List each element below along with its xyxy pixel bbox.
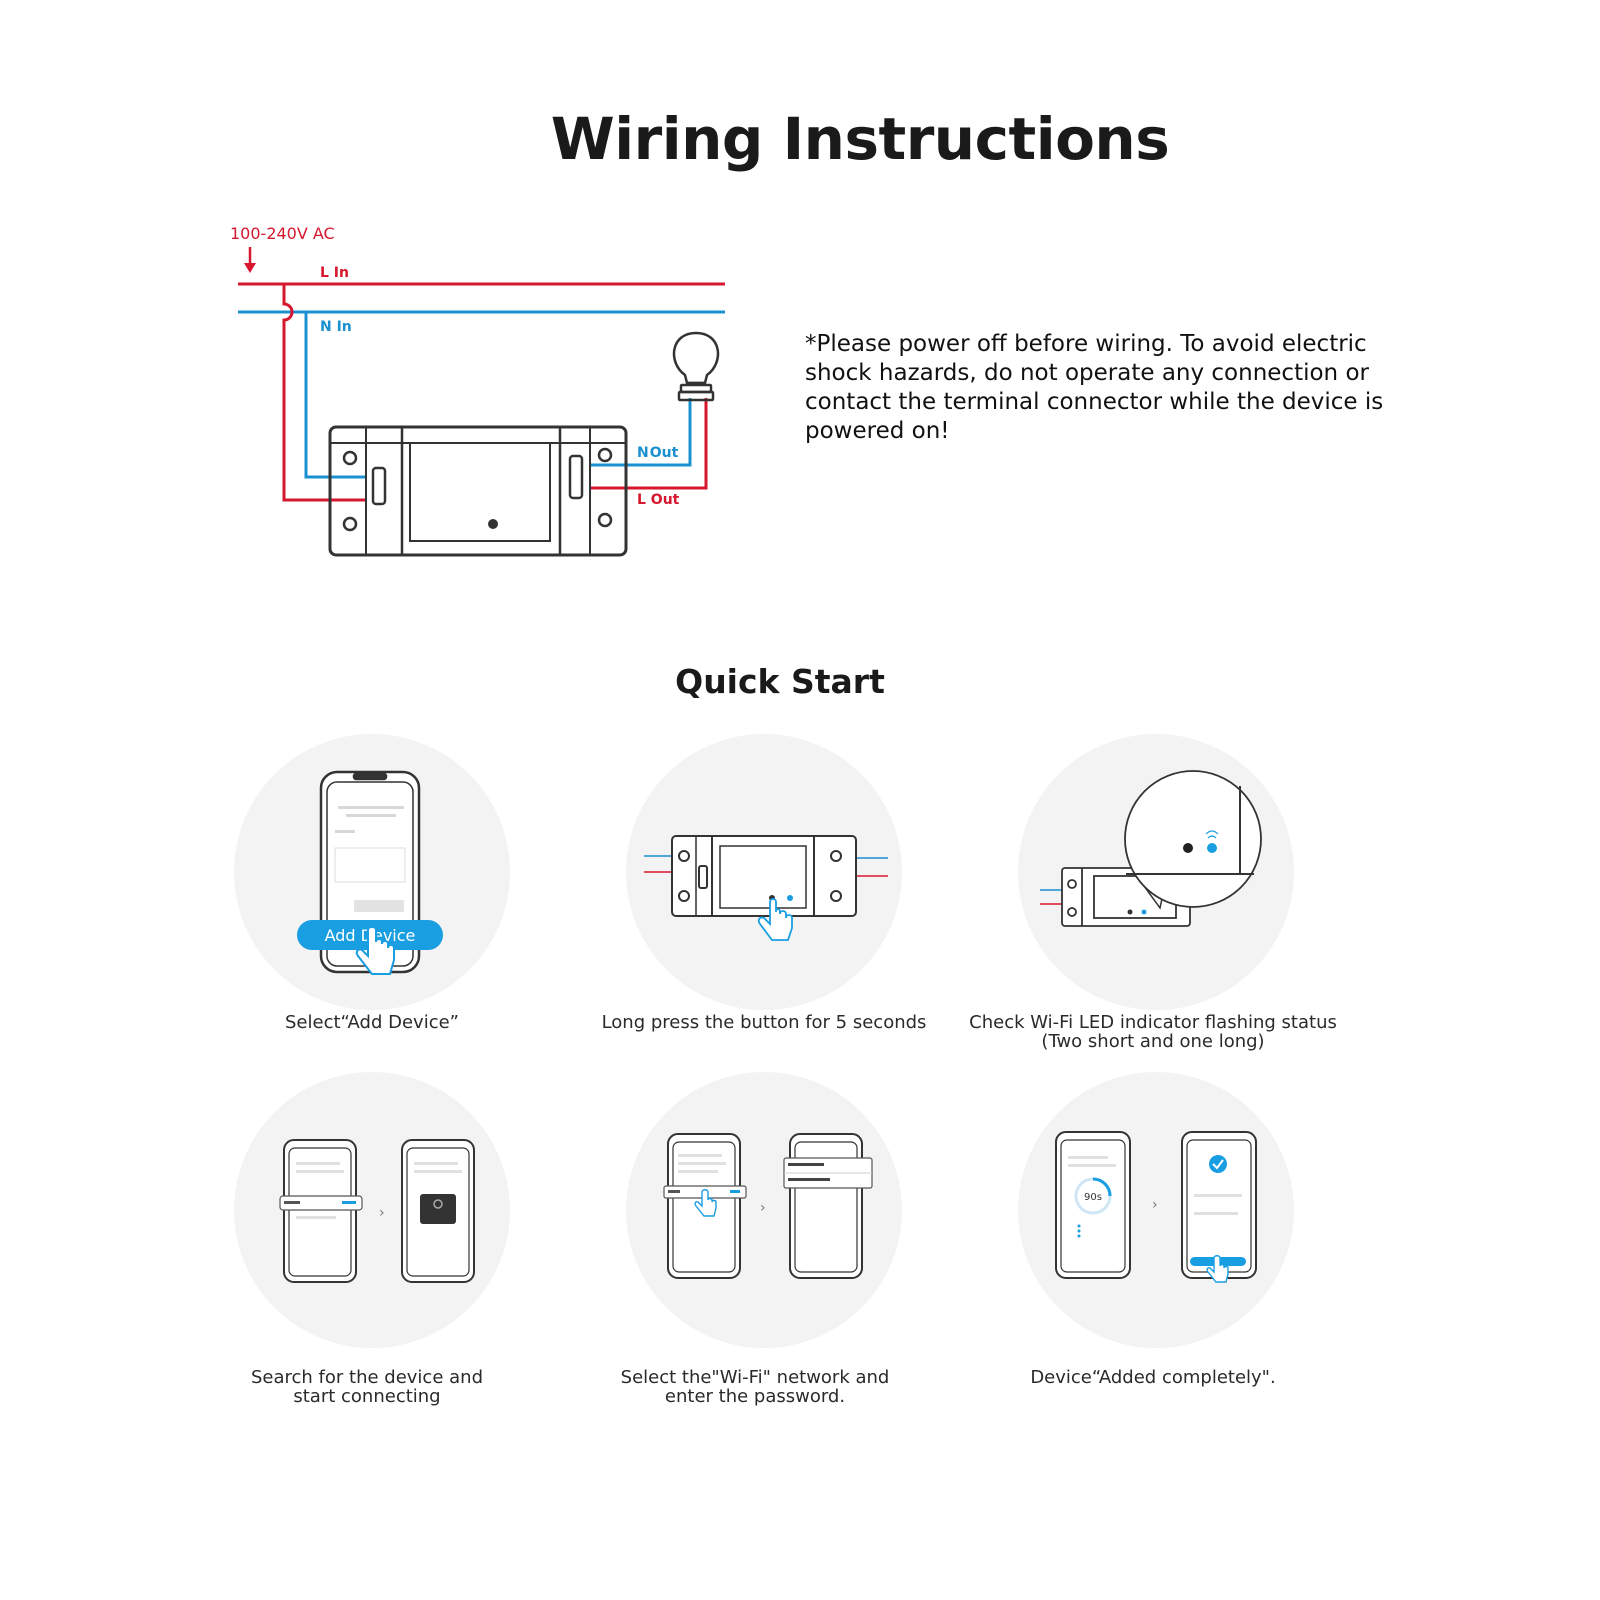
step-2-caption: Long press the button for 5 seconds bbox=[601, 1012, 927, 1033]
l-in-label: L In bbox=[320, 265, 349, 281]
step-5-caption: Select the"Wi-Fi" network and enter the … bbox=[620, 1367, 890, 1407]
l-out-wire bbox=[590, 398, 708, 490]
l-out-label: L Out bbox=[637, 492, 680, 508]
connecting-spinner-box bbox=[420, 1194, 456, 1224]
success-check-icon bbox=[1209, 1155, 1227, 1173]
light-bulb-icon bbox=[672, 331, 720, 402]
phone-icon bbox=[283, 1139, 475, 1283]
voltage-label: 100-240V AC bbox=[230, 224, 335, 243]
supply-arrow-head bbox=[244, 263, 256, 273]
phone-icon bbox=[1055, 1131, 1257, 1279]
safety-warning: *Please power off before wiring. To avoi… bbox=[805, 331, 1384, 444]
step-3-illustration bbox=[1018, 734, 1294, 1010]
hand-pointer-icon bbox=[694, 1189, 717, 1217]
step-4-caption: Search for the device and start connecti… bbox=[250, 1367, 483, 1407]
step-1-caption: Select“Add Device” bbox=[285, 1012, 459, 1033]
step-6-caption: Device“Added completely". bbox=[1030, 1367, 1276, 1388]
wiring-diagram: 100-240V AC L In N In NOut L Out bbox=[230, 224, 725, 557]
n-out-label: NOut bbox=[637, 445, 679, 461]
l-drop-wire bbox=[282, 284, 366, 502]
smart-switch-device bbox=[328, 425, 628, 557]
chevron-right-icon: › bbox=[1152, 1197, 1158, 1213]
device-list-row bbox=[279, 1195, 363, 1211]
n-in-label: N In bbox=[320, 319, 352, 335]
step-4-illustration: › bbox=[234, 1072, 510, 1348]
step-3-caption: Check Wi-Fi LED indicator flashing statu… bbox=[969, 1012, 1337, 1052]
n-drop-wire bbox=[304, 312, 366, 479]
section-title-quick-start: Quick Start bbox=[675, 662, 885, 701]
hand-pointer-icon bbox=[355, 926, 395, 975]
countdown-timer-label: 90s bbox=[1084, 1192, 1102, 1203]
n-out-wire bbox=[590, 398, 692, 467]
hand-pointer-icon bbox=[1206, 1255, 1229, 1283]
step-1-illustration: Add Device bbox=[234, 734, 510, 1010]
chevron-right-icon: › bbox=[379, 1205, 385, 1221]
hand-pointer-icon bbox=[757, 898, 793, 941]
smart-switch-device bbox=[671, 835, 857, 917]
step-6-illustration: 90s › bbox=[1018, 1072, 1294, 1348]
zoom-callout bbox=[1124, 770, 1262, 910]
chevron-right-icon: › bbox=[760, 1200, 766, 1216]
step-5-illustration: › bbox=[626, 1072, 902, 1348]
step-2-illustration bbox=[626, 734, 902, 1010]
page-title: Wiring Instructions bbox=[550, 105, 1170, 173]
